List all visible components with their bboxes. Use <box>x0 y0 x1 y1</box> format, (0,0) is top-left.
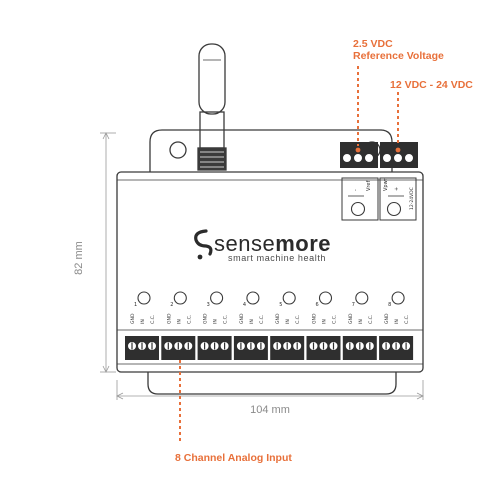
channel-pin-label: C.C. <box>295 315 301 324</box>
analog-input-callout: 8 Channel Analog Input <box>175 452 292 464</box>
ref-terminal-screw-icon <box>353 153 363 163</box>
power-indicator-led-icon <box>386 201 402 217</box>
channel-pin-label: C.C. <box>186 315 192 324</box>
channel-pin-label: IN <box>394 319 400 324</box>
channel-led-icon <box>391 291 405 305</box>
channel-pin-label: IN <box>322 319 328 324</box>
channel-pin-label: GND <box>130 313 136 324</box>
brand-name-part1: sense <box>214 231 275 256</box>
sensemore-logo: sensemore smart machine health <box>194 229 331 263</box>
channel-pin-label: GND <box>348 313 354 324</box>
channel-pin-label: IN <box>358 319 364 324</box>
channel-led-icon <box>318 291 333 305</box>
channel-number: 6 <box>316 302 319 308</box>
channel-number: 4 <box>243 302 246 308</box>
channel-pin-label: IN <box>285 319 291 324</box>
supply-voltage-callout: 12 VDC - 24 VDC <box>390 79 473 91</box>
power-label-vpwr: Vpwr <box>383 177 389 191</box>
channel-led-icon <box>137 291 151 305</box>
channel-pin-label: C.C. <box>223 315 229 324</box>
ref-voltage-callout: 2.5 VDC <box>353 38 393 50</box>
brand-tagline: smart machine health <box>228 253 326 263</box>
ref-terminal-screw-icon <box>342 153 352 163</box>
logo-mark-icon <box>194 229 213 256</box>
channel-number: 8 <box>388 302 391 308</box>
channel-pin-label: C.C. <box>332 315 338 324</box>
channel-led-icon <box>282 291 296 305</box>
channel-pin-label: IN <box>213 319 219 324</box>
svg-text:sensemore: sensemore <box>214 231 331 256</box>
power-terminal-screw-icon <box>393 153 403 163</box>
channel-pin-label: IN <box>140 319 146 324</box>
channel-led-icon <box>355 291 369 305</box>
dimension-lines <box>100 132 424 400</box>
channel-led-icon <box>210 291 224 305</box>
channel-pin-label: C.C. <box>259 315 265 324</box>
power-label-plus: + <box>394 187 400 191</box>
power-label-vref: Vref <box>366 181 372 191</box>
channel-pin-label: GND <box>166 313 172 324</box>
channel-number: 7 <box>352 302 355 308</box>
callout-leaders <box>179 66 399 444</box>
power-label-minus: - <box>353 189 359 191</box>
device-housing <box>116 171 424 373</box>
channel-led-icon <box>246 291 260 305</box>
channel-pin-label: GND <box>275 313 281 324</box>
power-label-supply: 12-24VDC <box>409 187 415 210</box>
channel-pin-label: IN <box>176 319 182 324</box>
width-dimension-label: 104 mm <box>250 404 290 416</box>
channel-number: 3 <box>207 302 210 308</box>
height-dimension-label: 82 mm <box>73 241 85 275</box>
channel-number: 2 <box>170 302 173 308</box>
channel-pin-label: GND <box>384 313 390 324</box>
channel-number: 5 <box>279 302 282 308</box>
channel-pin-label: C.C. <box>150 315 156 324</box>
power-terminal-screw-icon <box>382 153 392 163</box>
ref-voltage-callout-sub: Reference Voltage <box>353 50 444 62</box>
channel-pin-label: IN <box>249 319 255 324</box>
channel-pin-label: C.C. <box>404 315 410 324</box>
ref-indicator-led-icon <box>350 201 366 217</box>
antenna-icon <box>197 43 227 171</box>
power-terminal-screw-icon <box>404 153 414 163</box>
mounting-hole-left-icon <box>169 141 187 159</box>
channel-number: 1 <box>134 302 137 308</box>
channel-pin-label: GND <box>203 313 209 324</box>
brand-name-part2: more <box>275 231 331 256</box>
power-terminal-block: - Vref Vpwr + 12-24VDC <box>340 142 418 221</box>
channel-pin-label: GND <box>239 313 245 324</box>
ref-terminal-screw-icon <box>364 153 374 163</box>
channel-pin-label: GND <box>312 313 318 324</box>
channel-led-icon <box>173 291 187 305</box>
channel-pin-label: C.C. <box>368 315 374 324</box>
